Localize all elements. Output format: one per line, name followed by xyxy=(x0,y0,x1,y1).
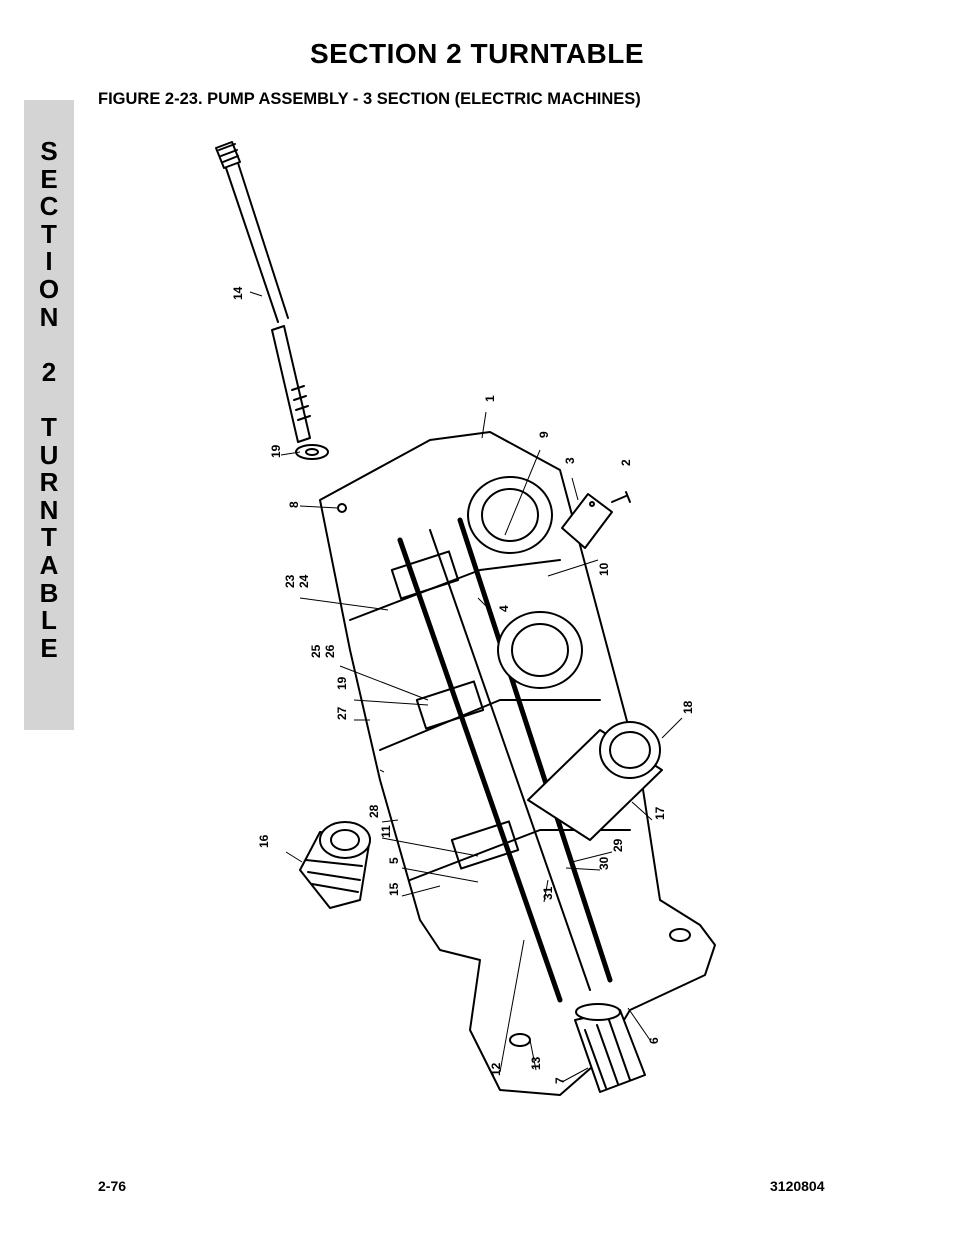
washer-drawing xyxy=(295,444,329,460)
callout-8: 8 xyxy=(287,501,301,508)
callout-27: 27 xyxy=(335,706,349,720)
callout-29: 29 xyxy=(611,838,625,852)
side-tab-letter: R xyxy=(39,467,59,498)
side-tab-letter: N xyxy=(39,301,59,332)
side-tab-letter: T xyxy=(41,218,57,249)
callout-5: 5 xyxy=(387,857,401,864)
callout-11: 11 xyxy=(379,825,393,838)
side-tab-letter: L xyxy=(41,605,57,636)
callout-7: 7 xyxy=(553,1077,567,1084)
side-tab-letter: C xyxy=(39,191,59,222)
callout-2: 2 xyxy=(619,459,633,466)
callout-12: 12 xyxy=(489,1062,503,1076)
cover-plate-drawing xyxy=(561,493,613,549)
screw-drawing xyxy=(611,491,631,503)
side-tab-letter: S xyxy=(40,136,58,166)
callout-4: 4 xyxy=(497,605,511,612)
tie-bolt-drawing xyxy=(215,141,311,443)
callout-15: 15 xyxy=(387,882,401,896)
callout-30: 30 xyxy=(597,856,611,870)
callout-28: 28 xyxy=(367,804,381,818)
side-tab-letter: E xyxy=(40,163,58,194)
page-number: 2-76 xyxy=(98,1178,127,1194)
section-title: SECTION 2 TURNTABLE xyxy=(309,38,645,69)
side-tab-letter xyxy=(24,386,74,414)
callout-10: 10 xyxy=(597,562,611,576)
gear-set-drawing xyxy=(390,550,520,870)
figure-title: FIGURE 2-23. PUMP ASSEMBLY - 3 SECTION (… xyxy=(98,90,641,108)
side-tab-letter: A xyxy=(39,549,59,580)
callout-24: 24 xyxy=(297,574,311,588)
callout-1: 1 xyxy=(483,395,497,402)
callout-20: 19 xyxy=(269,444,283,458)
side-tab-letter: T xyxy=(41,522,57,553)
callout-23: 23 xyxy=(283,574,297,588)
callout-16: 16 xyxy=(257,834,271,848)
callout-3: 3 xyxy=(563,457,577,464)
callout-6: 6 xyxy=(647,1037,661,1044)
input-shaft-drawing xyxy=(574,1003,646,1093)
callout-9: 9 xyxy=(537,431,551,438)
side-tab-letter: U xyxy=(39,439,59,470)
callout-18: 18 xyxy=(681,700,695,714)
side-tab-letter: 2 xyxy=(41,356,57,387)
document-number: 3120804 xyxy=(770,1178,825,1194)
side-tab-letter: T xyxy=(41,411,57,442)
callout-26: 26 xyxy=(323,644,337,658)
callout-labels: 14 19 8 1 9 3 2 10 4 23 24 25 26 19 27 2… xyxy=(231,286,695,1084)
side-tab-letter: I xyxy=(45,246,53,277)
side-tab-letter: N xyxy=(39,494,59,525)
side-tab-letter: O xyxy=(38,273,60,304)
side-tab-letter: E xyxy=(40,632,58,663)
callout-14: 14 xyxy=(231,286,245,300)
side-tab-letter xyxy=(24,331,74,359)
side-tab-letter: B xyxy=(39,577,59,608)
callout-25: 25 xyxy=(309,644,323,658)
port-fitting-drawing xyxy=(527,721,663,841)
callout-17: 17 xyxy=(653,806,667,820)
callout-13: 13 xyxy=(529,1056,543,1070)
port-fitting-16-drawing xyxy=(299,821,371,909)
pump-assembly-drawing: 14 19 8 1 9 3 2 10 4 23 24 25 26 19 27 2… xyxy=(215,141,716,1096)
callout-19: 19 xyxy=(335,676,349,690)
callout-31: 31 xyxy=(541,886,555,900)
